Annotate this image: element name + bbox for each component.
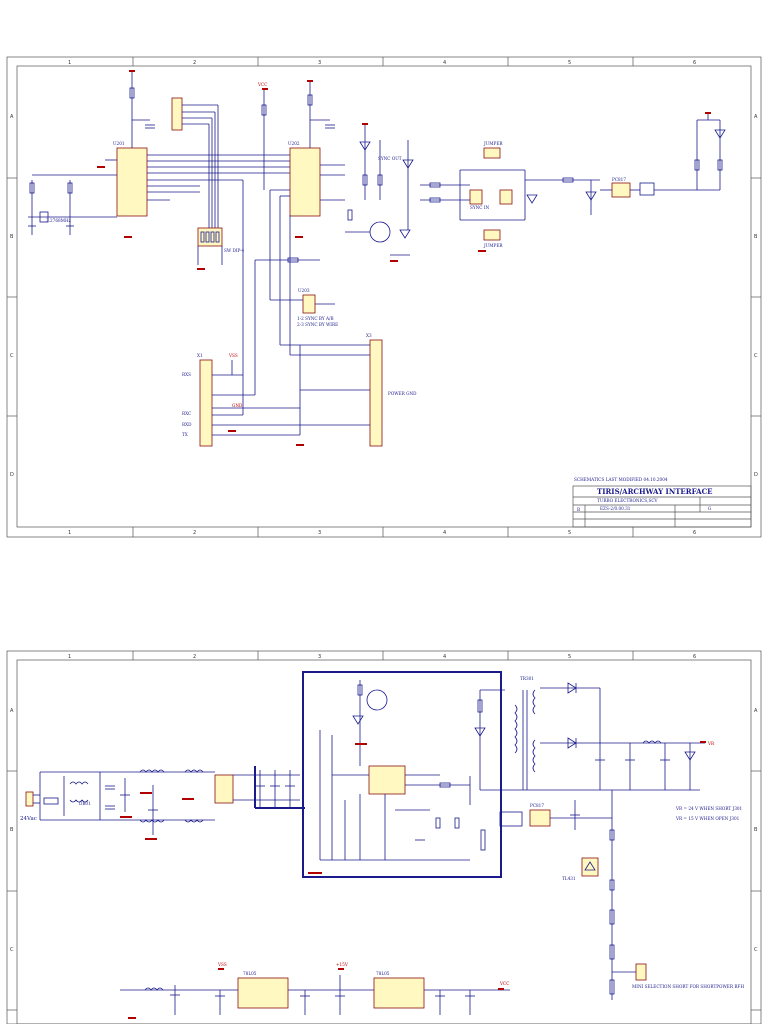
svg-text:D: D (754, 472, 758, 478)
svg-text:C: C (10, 353, 14, 359)
vr-note-24: VR = 24 V WHEN SHORT J301 (675, 806, 743, 811)
tl431-label: TL431 (562, 876, 576, 881)
vss2-label: VSS (217, 962, 227, 967)
svg-text:5: 5 (568, 60, 571, 66)
svg-text:1: 1 (68, 60, 71, 66)
svg-text:C: C (754, 353, 758, 359)
tx-label: TX (182, 432, 188, 437)
svg-text:C: C (10, 947, 14, 953)
x1-label: X1 (197, 353, 203, 358)
svg-text:C: C (754, 947, 758, 953)
svg-text:2: 2 (193, 60, 196, 66)
svg-text:6: 6 (693, 60, 696, 66)
svg-text:1: 1 (68, 654, 71, 660)
regulator2-label: 78L05 (376, 971, 390, 976)
svg-text:4: 4 (443, 654, 446, 660)
svg-text:6: 6 (693, 530, 696, 536)
vr-note-15: VR = 15 V WHEN OPEN J301 (675, 816, 740, 821)
gnd-label: GND (232, 403, 243, 408)
svg-text:2: 2 (193, 530, 196, 536)
jumper-note: MINI SELECTION SHORT FOR SHORTPOWER BFH (632, 984, 744, 989)
sheet-title: TIRIS/ARCHWAY INTERFACE (597, 487, 712, 496)
x3-label: X3 (366, 333, 372, 338)
opto-label: PC817 (612, 177, 626, 182)
svg-text:B: B (754, 827, 758, 833)
svg-text:3: 3 (318, 654, 321, 660)
svg-text:1: 1 (68, 530, 71, 536)
plus15-label: +15V (336, 962, 349, 967)
last-modified-note: SCHEMATICS LAST MODIFIED 04.10.2004 (574, 477, 668, 482)
u201-label: U201 (113, 141, 125, 146)
svg-text:3: 3 (318, 530, 321, 536)
svg-text:5: 5 (568, 530, 571, 536)
revision: G (708, 506, 712, 511)
vcc-label: VCC (257, 82, 267, 87)
svg-text:4: 4 (443, 530, 446, 536)
sheet1-frame: 1 2 3 4 5 6 1 2 3 4 5 6 A B C D A B C D (6, 56, 762, 538)
sheet-size: B (577, 507, 580, 512)
vss-label: VSS (228, 353, 238, 358)
title-block (572, 485, 752, 528)
transformer-label: TR301 (520, 676, 534, 681)
bridge-label: DB01 (79, 801, 91, 806)
svg-text:4: 4 (443, 60, 446, 66)
svg-text:B: B (10, 827, 14, 833)
crystal-label: 3.2768MHz (46, 218, 72, 223)
sheet1-circuit (28, 72, 726, 447)
svg-text:B: B (10, 234, 14, 240)
svg-text:A: A (754, 114, 758, 120)
jumper-b-label: JUMPER (483, 243, 503, 248)
sheet2-circuit (25, 671, 705, 1015)
rxs-label: RXS (182, 372, 191, 377)
sw201-label: SW DIP-4 (224, 248, 245, 253)
svg-text:A: A (10, 708, 14, 714)
u202-label: U202 (288, 141, 300, 146)
svg-text:2: 2 (193, 654, 196, 660)
feedback-opto-label: PC817 (530, 803, 544, 808)
sheet2-frame: 1 2 3 4 5 6 A B C A B C (6, 650, 762, 1024)
vr-label: VR (707, 741, 715, 746)
regulator1-label: 78L05 (243, 971, 257, 976)
drawing-number: EZS-2/0.00.31 (600, 506, 631, 511)
svg-text:6: 6 (693, 654, 696, 660)
svg-text:3: 3 (318, 60, 321, 66)
sync-note-2: 2-3 SYNC BY WIRE (297, 322, 338, 327)
rxc-label: RXC (182, 411, 191, 416)
power-gnd-label: POWER GND (388, 391, 417, 396)
svg-text:B: B (754, 234, 758, 240)
sheet1-power-symbols (97, 70, 711, 446)
sheet2-power-symbols (120, 741, 706, 1019)
sync-note-1: 1-2 SYNC BY A/B (297, 316, 334, 321)
u203-label: U203 (298, 288, 310, 293)
sync-in-label: SYNC IN (470, 205, 489, 210)
svg-text:5: 5 (568, 654, 571, 660)
svg-text:D: D (10, 472, 14, 478)
company-name: TURBO ELECTRONICS,SCV (597, 498, 659, 503)
sync-out-label: SYNC OUT (378, 156, 402, 161)
jumper-a-label: JUMPER (483, 141, 503, 146)
svg-text:A: A (754, 708, 758, 714)
svg-text:A: A (10, 114, 14, 120)
rxd-label: RXD (182, 422, 192, 427)
vcc2-label: VCC (499, 981, 509, 986)
input-voltage-label: 24Vac (20, 816, 37, 822)
